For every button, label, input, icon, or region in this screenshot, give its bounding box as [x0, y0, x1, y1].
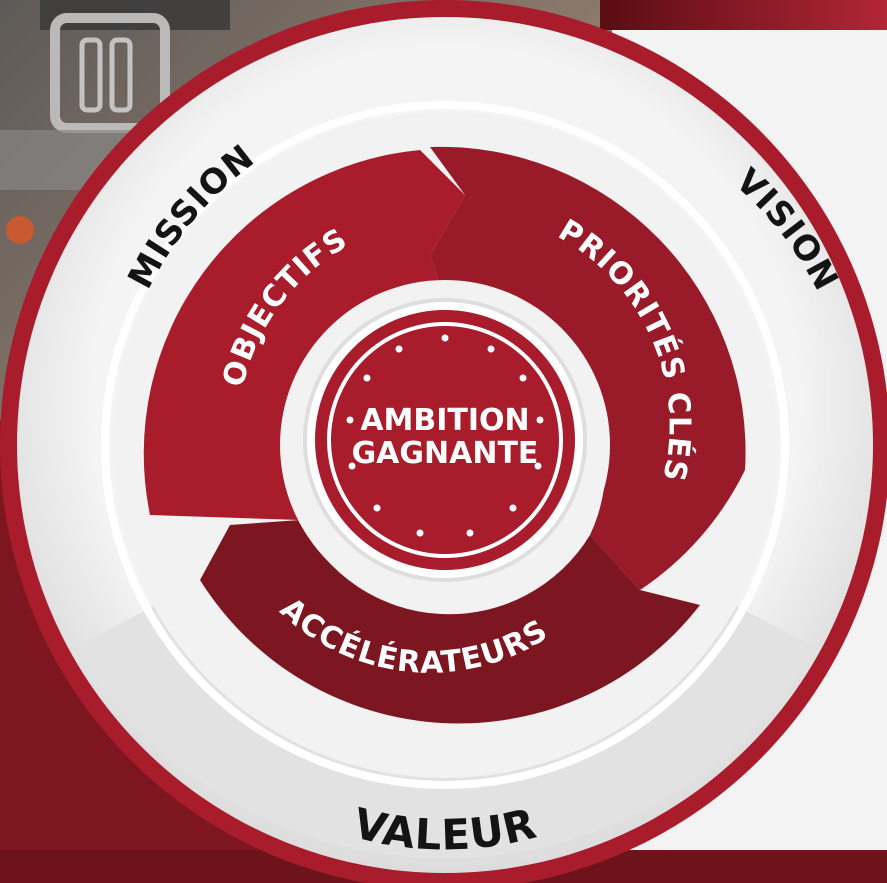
hub-line2: GAGNANTE — [352, 436, 539, 471]
inner-ring-line — [101, 101, 789, 789]
hub-line1: AMBITION — [360, 403, 529, 438]
valeur-band — [76, 590, 814, 859]
hub-dots — [346, 334, 544, 537]
segment-objectifs[interactable] — [143, 150, 466, 520]
hub-inner-line — [327, 322, 563, 558]
hub-red[interactable] — [315, 310, 575, 570]
segment-accelerateurs[interactable] — [200, 520, 700, 724]
background-top-right — [600, 0, 887, 30]
